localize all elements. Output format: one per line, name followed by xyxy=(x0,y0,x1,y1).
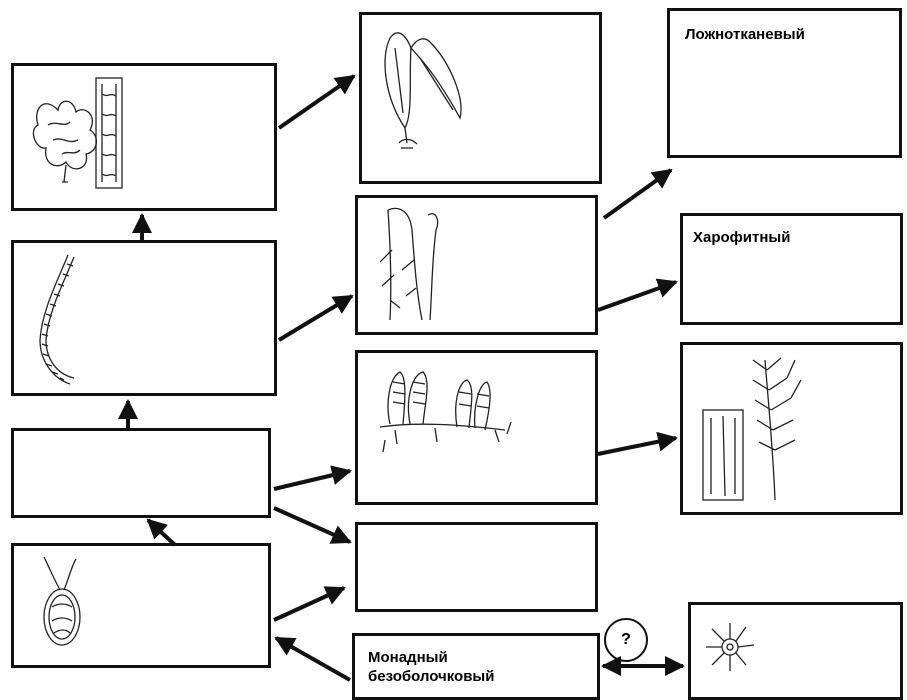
arrow-monad-naked-to-monad xyxy=(276,638,350,680)
filamentous-illustration xyxy=(28,250,88,390)
amoeboid-illustration xyxy=(700,615,760,675)
arrow-filamentous-to-branched xyxy=(279,296,352,340)
branched-filament-illustration xyxy=(370,200,450,330)
heterotrichal-illustration xyxy=(375,362,515,457)
monad-cell-illustration xyxy=(32,555,92,650)
arrow-monad-to-empty-left xyxy=(148,520,175,545)
arrow-branched-to-charophyte xyxy=(598,282,676,310)
arrow-monad-to-empty-middle xyxy=(274,588,344,620)
arrow-heterotrichal-to-charophyte-ill xyxy=(598,438,676,454)
arrow-thallus-to-laminaria xyxy=(279,76,354,128)
arrow-empty-left-to-empty-middle xyxy=(274,508,350,542)
charophyte-illustration xyxy=(695,350,815,505)
arrow-empty-left-to-heterotrichal xyxy=(274,471,350,489)
thallus-illustration xyxy=(18,70,138,195)
laminaria-illustration xyxy=(375,18,475,158)
arrow-branched-to-pseudo-tissue xyxy=(604,170,671,218)
